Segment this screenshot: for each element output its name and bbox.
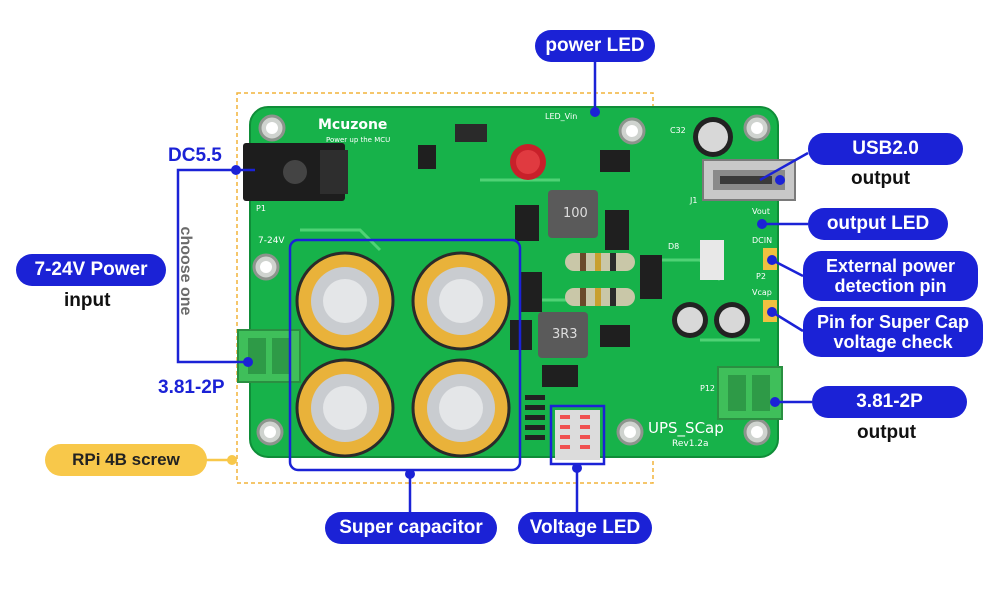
ext-power-line-2: detection pin (834, 276, 947, 296)
callout-dc-jack: DC5.5 (168, 145, 222, 166)
voltage-led-array (555, 410, 600, 460)
silk-d8: D8 (668, 242, 680, 251)
callout-rpi-screw: RPi 4B screw (45, 444, 207, 476)
choose-one-label: choose one (177, 226, 194, 316)
mounting-holes (252, 114, 771, 446)
ic-chips (418, 124, 724, 387)
silk-p1: P1 (256, 204, 266, 213)
callout-out-connector-sub: output (857, 422, 917, 443)
callout-usb-sub: output (851, 168, 911, 189)
callout-ext-power: External power detection pin (803, 251, 978, 301)
callout-power-led: power LED (535, 30, 655, 62)
callout-power-input-sub: input (64, 290, 111, 311)
silk-vcap: Vcap (752, 288, 772, 297)
resistor-array (525, 395, 545, 440)
ext-power-line-1: External power (825, 256, 956, 276)
silk-led-vin: LED_Vin (545, 112, 578, 121)
supercap-highlight-box (288, 238, 522, 472)
silk-j1: J1 (690, 196, 698, 205)
callout-out-connector: 3.81-2P (812, 386, 967, 418)
dc-jack (243, 143, 348, 201)
supercap-pin-line-1: Pin for Super Cap (816, 312, 969, 332)
board-rev: Rev1.2a (672, 439, 709, 449)
silk-p12: P12 (700, 384, 716, 393)
callout-voltage-led: Voltage LED (518, 512, 652, 544)
callout-usb: USB2.0 (808, 133, 963, 165)
callout-dots (227, 107, 785, 479)
pcb-board (249, 106, 779, 458)
callout-in-connector: 3.81-2P (158, 377, 225, 398)
silk-vout: Vout (752, 207, 770, 216)
callout-super-capacitor: Super capacitor (325, 512, 497, 544)
super-capacitors (295, 251, 511, 458)
power-resistors (565, 253, 635, 306)
inductor-label-1: 100 (563, 206, 588, 221)
board-tagline: Power up the MCU (326, 136, 391, 144)
inductor-label-2: 3R3 (552, 327, 578, 342)
silk-c32: C32 (670, 126, 686, 135)
silk-p2: P2 (756, 272, 766, 281)
silk-dcin: DCIN (752, 236, 773, 245)
board-brand: Mcuzone (318, 117, 388, 133)
callout-power-input: 7-24V Power (16, 254, 166, 286)
inductors (538, 190, 598, 358)
small-capacitors (510, 117, 750, 338)
callout-supercap-pin: Pin for Super Cap voltage check (803, 307, 983, 357)
input-range-label: 7-24V (258, 236, 285, 246)
board-name: UPS_SCap (648, 419, 724, 437)
supercap-pin-line-2: voltage check (833, 332, 953, 352)
callout-output-led: output LED (808, 208, 948, 240)
output-terminal (717, 366, 783, 420)
